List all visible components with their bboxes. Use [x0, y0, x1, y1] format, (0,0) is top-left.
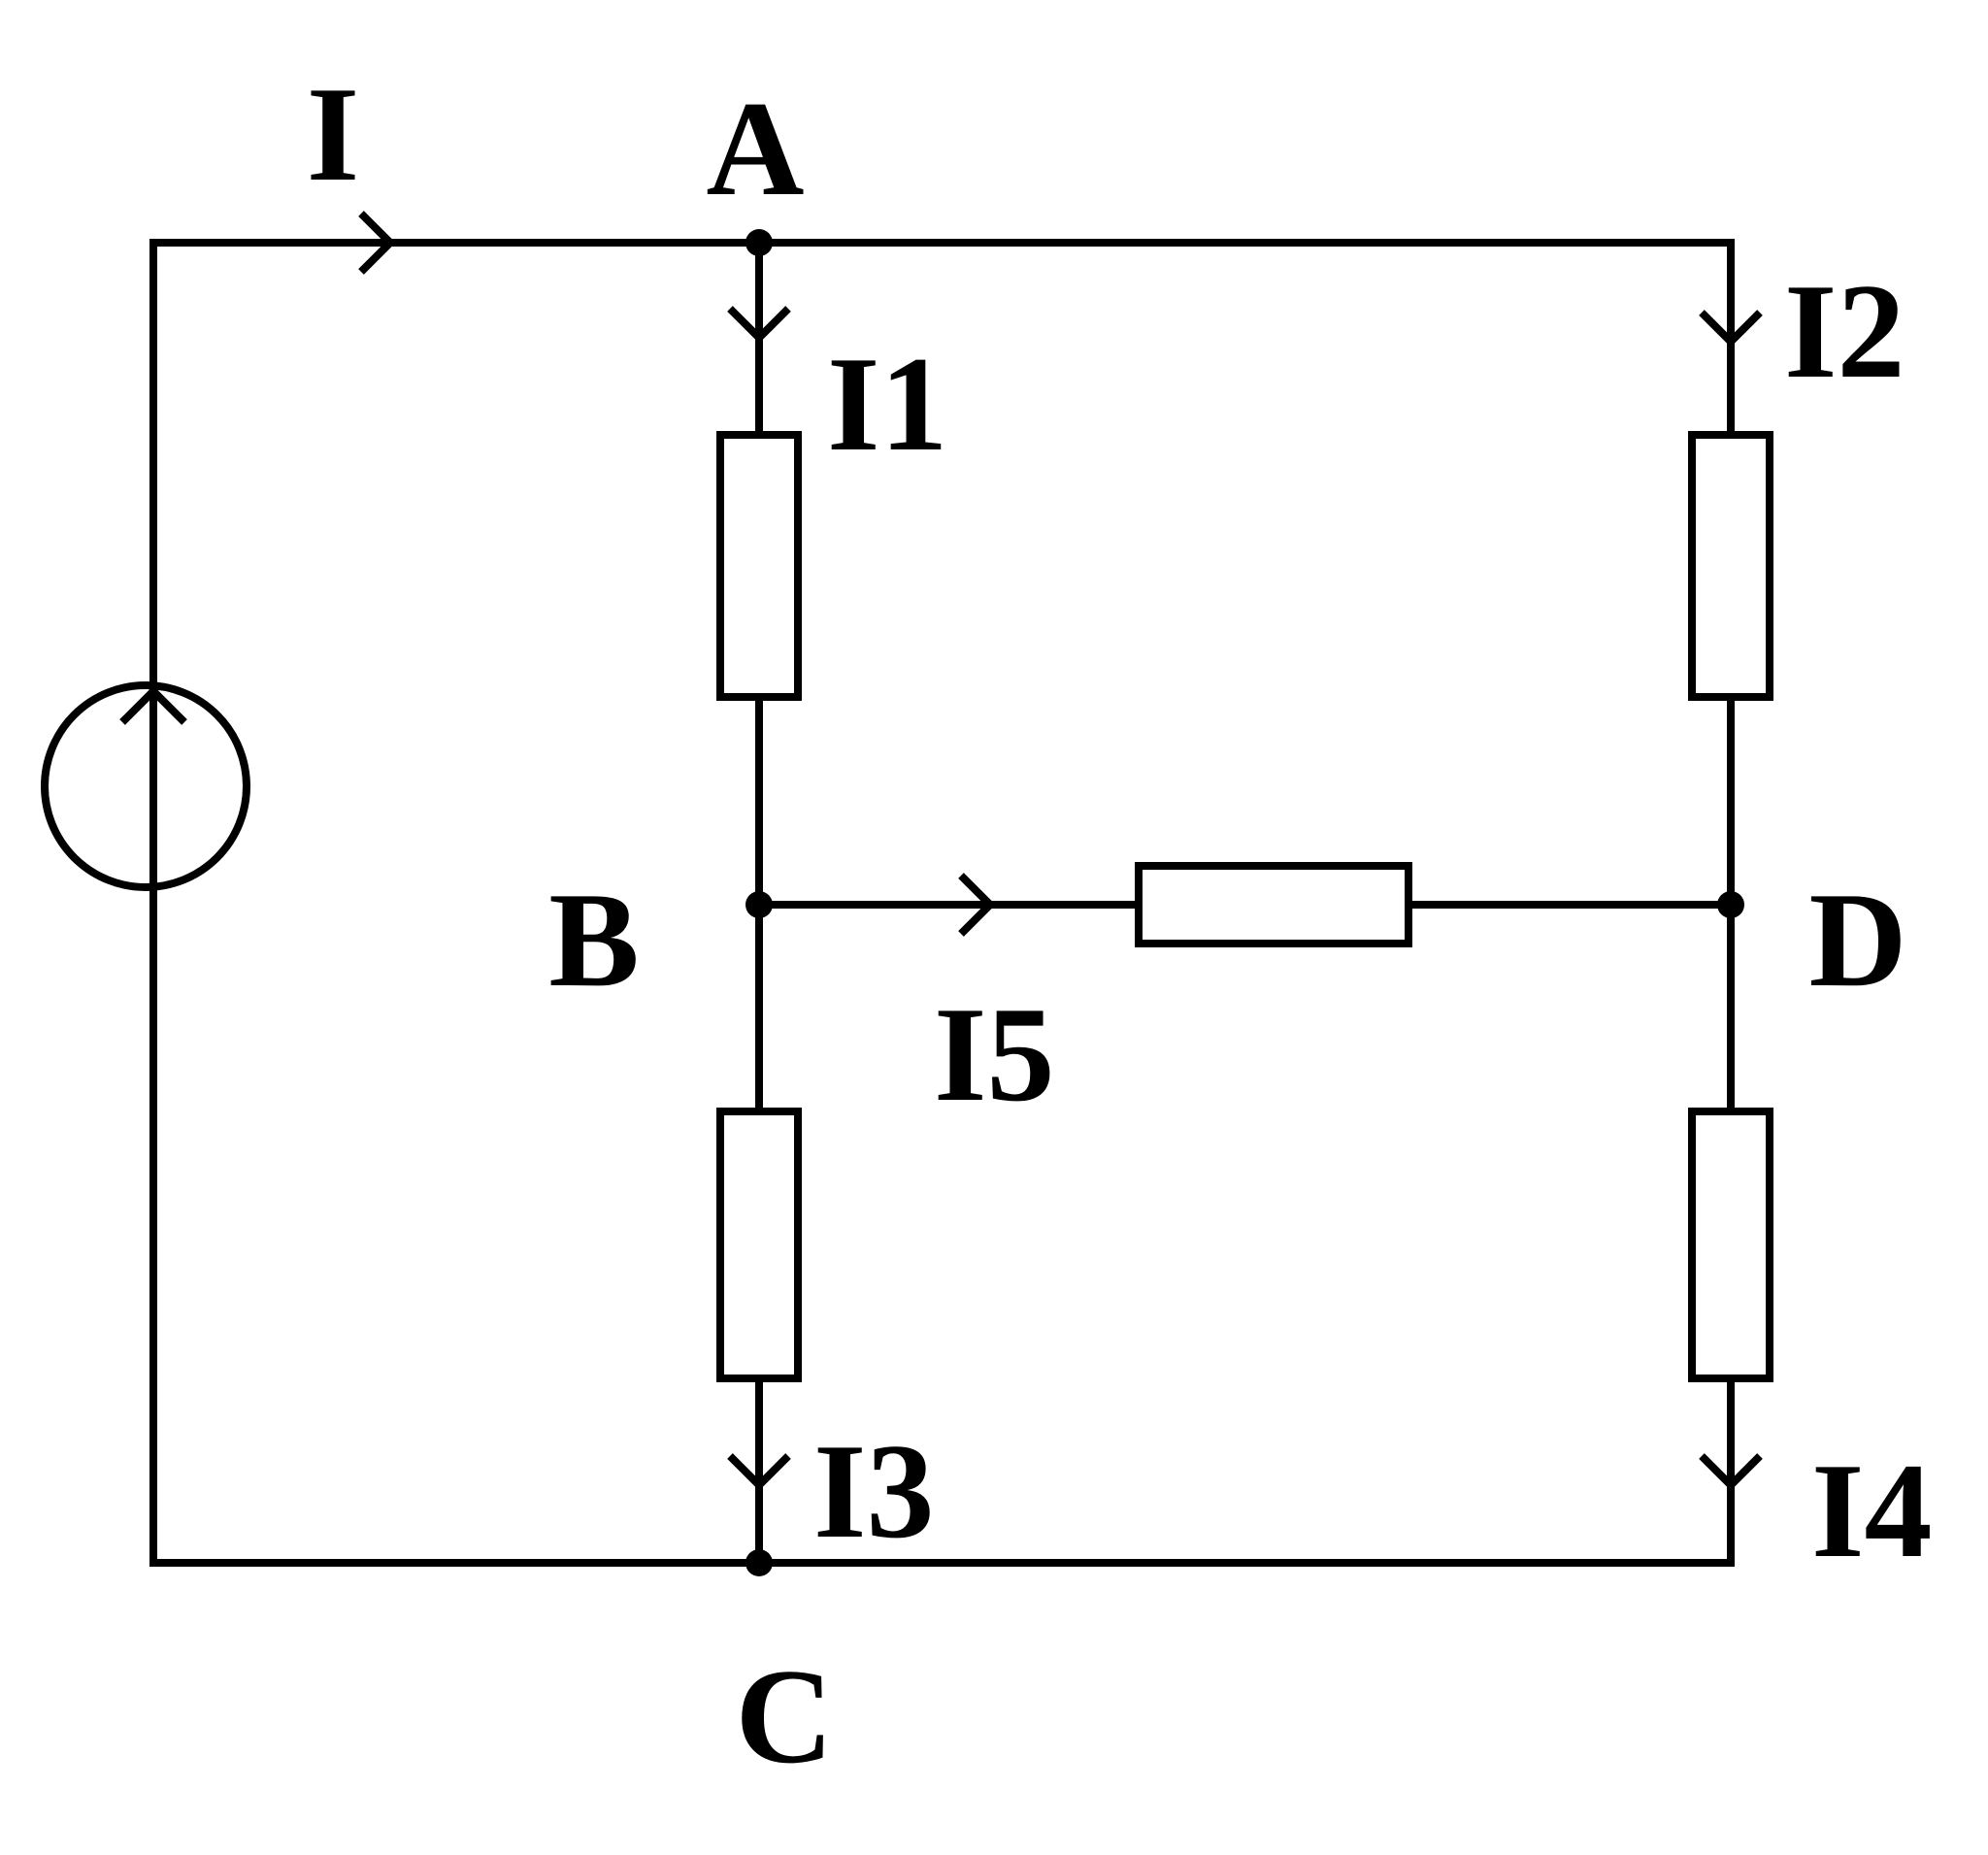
- node-a-dot: [746, 229, 773, 256]
- resistor-r2: [1688, 431, 1773, 701]
- node-b-dot: [746, 891, 773, 918]
- node-label-d: D: [1808, 865, 1906, 1015]
- current-source: [41, 681, 250, 891]
- resistor-r3: [716, 1108, 802, 1382]
- arrow-i2-icon: [1699, 310, 1763, 348]
- node-c-dot: [746, 1549, 773, 1576]
- source-arrow-icon: [119, 685, 187, 725]
- current-label-i: I: [307, 59, 359, 210]
- resistor-r1: [716, 431, 802, 701]
- node-d-dot: [1717, 891, 1744, 918]
- arrow-i3-icon: [727, 1453, 791, 1491]
- arrow-i-icon: [358, 211, 396, 275]
- current-label-i4: I4: [1811, 1436, 1932, 1586]
- arrow-i4-icon: [1699, 1453, 1763, 1491]
- current-label-i5: I5: [934, 979, 1054, 1130]
- current-label-i1: I1: [827, 329, 947, 480]
- node-label-b: B: [548, 865, 639, 1015]
- node-label-a: A: [706, 74, 804, 224]
- resistor-r4: [1688, 1108, 1773, 1382]
- current-label-i3: I3: [813, 1416, 934, 1567]
- node-label-c: C: [735, 1641, 833, 1792]
- arrow-i5-icon: [958, 873, 996, 937]
- resistor-r5: [1135, 862, 1412, 947]
- current-label-i2: I2: [1784, 256, 1905, 407]
- arrow-i1-icon: [727, 306, 791, 344]
